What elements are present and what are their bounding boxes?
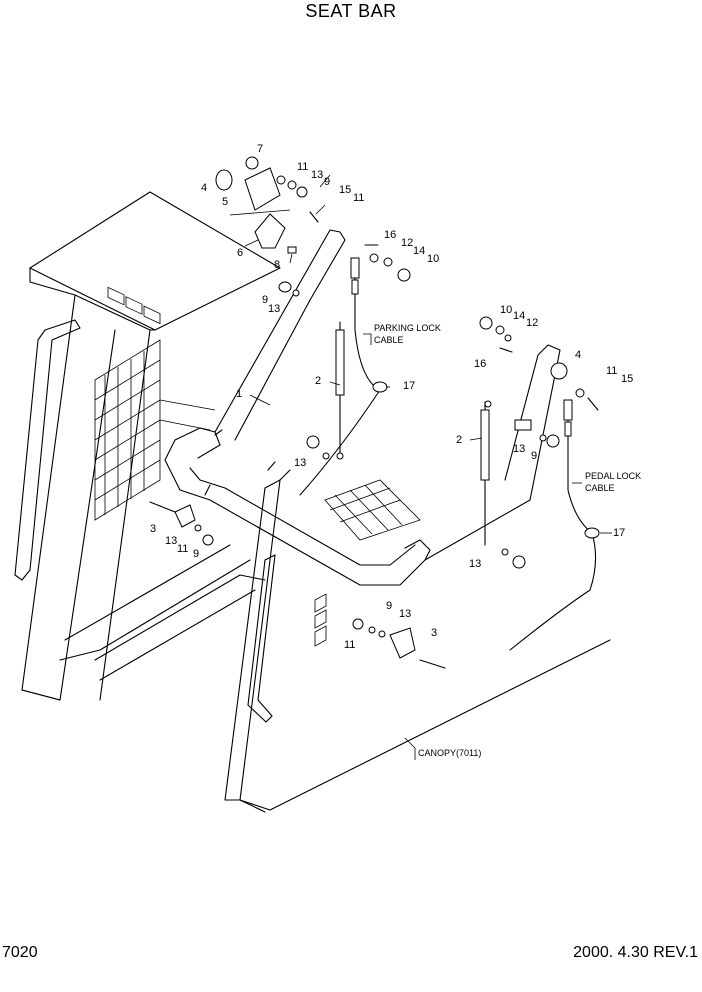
gas-spring-right (480, 400, 492, 546)
callout: 10 (427, 253, 439, 265)
callout: 13 (311, 169, 323, 181)
callout: 9 (193, 548, 199, 560)
page-title: SEAT BAR (305, 1, 397, 21)
callout: 1 (236, 388, 242, 400)
callout: 15 (621, 373, 633, 385)
leader-lines (229, 174, 612, 760)
callout: 9 (531, 450, 537, 462)
callout: 15 (339, 184, 351, 196)
canopy-left-panel (14, 191, 281, 701)
callout: 17 (613, 527, 625, 539)
pedal-lock-label-2: CABLE (585, 483, 615, 493)
callout: 10 (500, 304, 512, 316)
callout: 3 (431, 627, 437, 639)
canopy-label: CANOPY(7011) (418, 748, 481, 758)
callout: 13 (399, 608, 411, 620)
parking-lock-cable (299, 257, 388, 496)
part-callouts: 7 4 11 13 9 5 15 11 6 8 16 12 14 10 9 13… (150, 143, 633, 651)
callout: 4 (575, 349, 581, 361)
parking-lock-label: PARKING LOCK (374, 323, 441, 333)
callout: 13 (165, 535, 177, 547)
callout: 8 (274, 259, 280, 271)
diagram-notes: PARKING LOCK CABLE PEDAL LOCK CABLE CANO… (374, 323, 641, 758)
callout: 11 (353, 192, 364, 204)
canopy-front-panel (224, 461, 611, 813)
callout: 2 (315, 375, 321, 387)
gas-spring-left (335, 321, 345, 460)
callout: 7 (257, 143, 263, 155)
seat-bar (164, 229, 561, 586)
callout: 6 (237, 247, 243, 259)
callout: 9 (386, 600, 392, 612)
callout: 5 (222, 196, 228, 208)
callout: 11 (344, 639, 355, 651)
callout: 12 (526, 317, 538, 329)
callout: 9 (262, 294, 268, 306)
callout: 13 (294, 457, 306, 469)
hardware-parts (149, 156, 599, 669)
callout: 2 (456, 434, 462, 446)
callout: 14 (513, 310, 525, 322)
parking-lock-label-2: CABLE (374, 335, 404, 345)
callout: 12 (401, 237, 413, 249)
pedal-lock-label: PEDAL LOCK (585, 471, 641, 481)
callout: 13 (469, 558, 481, 570)
callout: 4 (201, 182, 207, 194)
callout: 13 (513, 443, 525, 455)
callout: 14 (413, 245, 425, 257)
revision-date: 2000. 4.30 REV.1 (573, 944, 698, 961)
callout: 11 (177, 543, 188, 555)
page-number: 7020 (2, 944, 38, 961)
callout: 11 (297, 161, 308, 173)
callout: 3 (150, 523, 156, 535)
callout: 16 (384, 229, 396, 241)
callout: 17 (403, 380, 415, 392)
callout: 13 (268, 303, 280, 315)
pedal-lock-cable (509, 399, 600, 651)
callout: 9 (324, 176, 330, 188)
callout: 16 (474, 358, 486, 370)
callout: 11 (606, 365, 617, 377)
